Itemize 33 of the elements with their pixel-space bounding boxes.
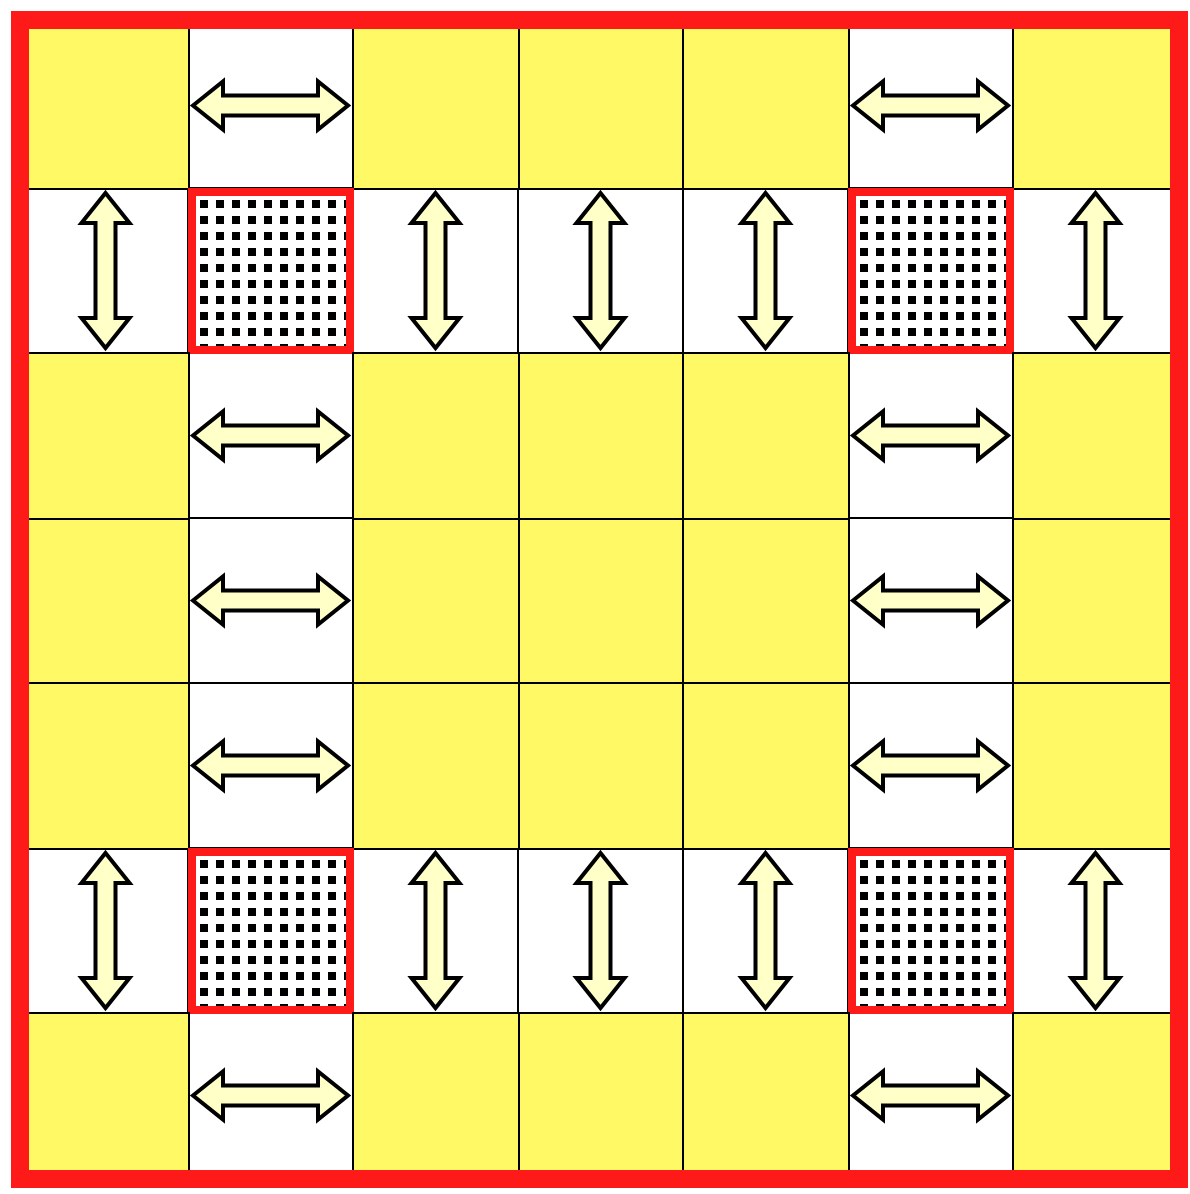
double-arrow xyxy=(849,572,1012,629)
grid-cell xyxy=(682,352,849,519)
double-arrow xyxy=(849,1067,1012,1124)
double-arrow xyxy=(407,849,464,1012)
double-arrow xyxy=(1067,849,1124,1012)
grid-cell xyxy=(682,517,849,684)
double-arrow xyxy=(189,407,352,464)
grid-cell xyxy=(517,517,684,684)
grid-cell xyxy=(352,682,519,849)
double-arrow xyxy=(189,737,352,794)
dotted-cell xyxy=(187,187,354,354)
dotted-cell xyxy=(847,187,1014,354)
double-arrow xyxy=(407,189,464,352)
double-arrow xyxy=(572,849,629,1012)
double-arrow xyxy=(849,407,1012,464)
double-arrow xyxy=(189,572,352,629)
double-arrow xyxy=(77,849,134,1012)
double-arrow xyxy=(1067,189,1124,352)
double-arrow xyxy=(189,77,352,134)
double-arrow xyxy=(849,77,1012,134)
grid-cell xyxy=(352,352,519,519)
double-arrow xyxy=(737,849,794,1012)
grid-cell xyxy=(682,682,849,849)
dotted-cell xyxy=(847,847,1014,1014)
dotted-cell xyxy=(187,847,354,1014)
double-arrow xyxy=(572,189,629,352)
double-arrow xyxy=(737,189,794,352)
double-arrow xyxy=(189,1067,352,1124)
double-arrow xyxy=(849,737,1012,794)
grid-cell xyxy=(517,682,684,849)
grid-cell xyxy=(352,517,519,684)
double-arrow xyxy=(77,189,134,352)
grid-cell xyxy=(517,352,684,519)
